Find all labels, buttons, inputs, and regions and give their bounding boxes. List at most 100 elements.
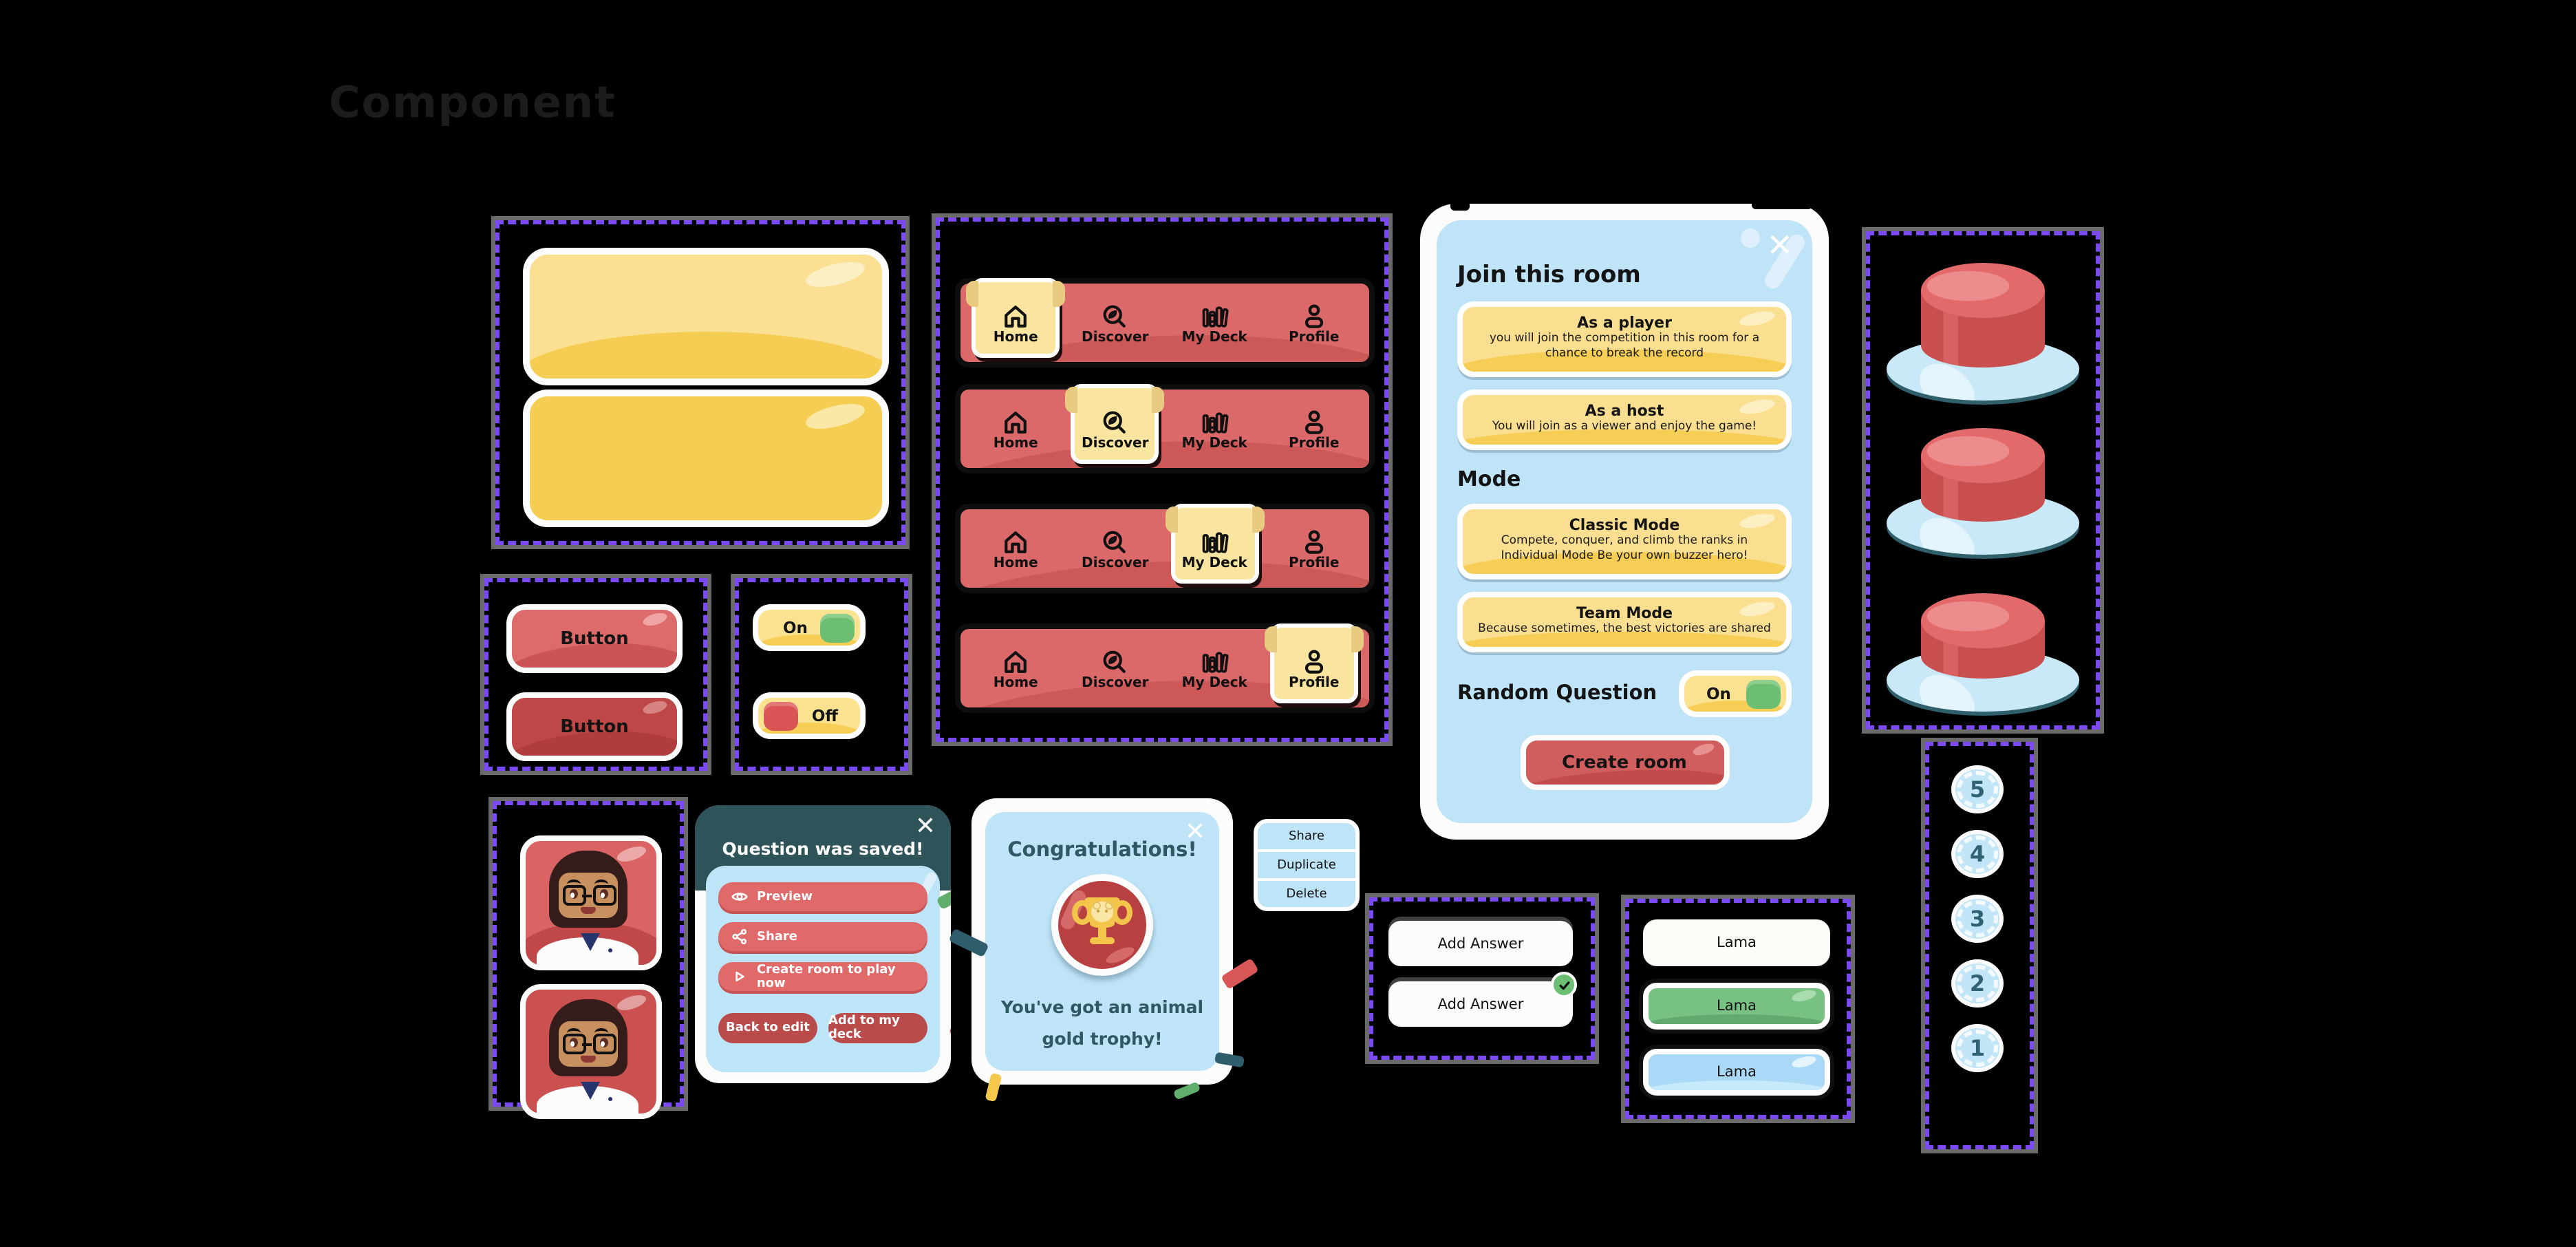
discover-icon [1104, 304, 1126, 327]
modal-title: Join this room [1457, 262, 1641, 289]
check-icon [1551, 972, 1577, 998]
congratulations-modal: ✕ Congratulations! You've got an animal … [948, 798, 1259, 1102]
nav-item-mydeck[interactable]: My Deck [1172, 407, 1257, 451]
frame-navbars: Home Discover My Deck Profile [936, 217, 1388, 742]
countdown-4: 4 [1951, 830, 2004, 878]
nav-item-profile[interactable]: Profile [1264, 623, 1364, 703]
yellow-card-light[interactable] [523, 248, 889, 385]
play-icon [736, 971, 744, 982]
trophy-badge [1051, 874, 1153, 976]
eye-icon [731, 893, 748, 901]
menu-item-delete[interactable]: Delete [1258, 878, 1355, 907]
yellow-card-solid[interactable] [523, 390, 889, 527]
avatar[interactable] [520, 835, 662, 970]
nav-item-mydeck[interactable]: My Deck [1172, 646, 1257, 690]
congrats-message: You've got an animal gold trophy! [1000, 996, 1204, 1048]
answer-option-default[interactable]: Lama [1643, 919, 1830, 966]
gloss [1790, 1054, 1818, 1070]
countdown-3: 3 [1951, 895, 2004, 943]
add-answer-field[interactable]: Add Answer [1388, 921, 1573, 966]
gloss [1790, 988, 1818, 1004]
close-icon[interactable]: ✕ [1184, 818, 1205, 846]
confetti [948, 928, 989, 958]
navbar-mydeck-active: Home Discover My Deck Profile [955, 503, 1375, 593]
close-icon[interactable]: ✕ [1766, 228, 1793, 264]
nav-item-profile[interactable]: Profile [1271, 526, 1357, 571]
nav-item-home[interactable]: Home [973, 407, 1058, 451]
home-icon [1005, 411, 1027, 433]
nav-item-discover[interactable]: Discover [1073, 301, 1158, 345]
frame-buzzers [1866, 231, 2100, 729]
close-icon[interactable]: ✕ [914, 812, 936, 841]
nav-item-mydeck[interactable]: My Deck [1172, 301, 1257, 345]
team-mode-card[interactable]: Team Mode Because sometimes, the best vi… [1457, 592, 1792, 653]
share-button[interactable]: Share [718, 922, 927, 951]
home-icon [1005, 650, 1027, 672]
join-as-host-card[interactable]: As a host You will join as a viewer and … [1457, 390, 1792, 451]
avatar[interactable] [520, 984, 662, 1119]
button-normal[interactable]: Button [506, 604, 683, 673]
answer-option-correct[interactable]: Lama [1643, 983, 1830, 1030]
page-title: Component [329, 78, 616, 128]
buzzer-button-1[interactable] [1880, 257, 2086, 401]
nav-item-home[interactable]: Home [973, 526, 1058, 571]
preview-button[interactable]: Preview [718, 882, 927, 911]
add-to-my-deck-button[interactable]: Add to my deck [828, 1013, 927, 1043]
gloss [1741, 228, 1760, 248]
menu-item-duplicate[interactable]: Duplicate [1258, 849, 1355, 878]
gloss [803, 398, 868, 434]
gloss [615, 843, 648, 865]
mode-heading: Mode [1457, 467, 1521, 492]
random-question-toggle[interactable]: On [1679, 670, 1792, 718]
context-menu: Share Duplicate Delete [1254, 819, 1360, 911]
nav-item-discover[interactable]: Discover [1073, 646, 1158, 690]
active-bookmark [1264, 623, 1364, 703]
random-question-label: Random Question [1457, 683, 1657, 705]
home-icon [1005, 305, 1027, 327]
books-icon [1201, 306, 1228, 327]
nav-item-discover[interactable]: Discover [1073, 526, 1158, 571]
navbar-discover-active: Home Discover My Deck Profile [955, 383, 1375, 473]
classic-mode-card[interactable]: Classic Mode Compete, conquer, and climb… [1457, 504, 1792, 580]
button-pressed[interactable]: Button [506, 692, 683, 761]
torn-edge [1450, 201, 1470, 211]
join-as-player-card[interactable]: As a player you will join the competitio… [1457, 301, 1792, 378]
back-to-edit-button[interactable]: Back to edit [718, 1013, 817, 1043]
toggle-on[interactable]: On [753, 604, 866, 651]
books-icon [1201, 651, 1228, 672]
nav-item-profile[interactable]: Profile [1271, 407, 1357, 451]
torn-edge [1752, 200, 1812, 209]
add-answer-field-checked[interactable]: Add Answer [1388, 972, 1577, 1027]
nav-item-discover[interactable]: Discover [1065, 383, 1165, 463]
profile-icon [1305, 409, 1323, 434]
buzzer-button-3[interactable] [1880, 568, 2086, 712]
frame-avatars [493, 801, 684, 1119]
navbar-home-active: Home Discover My Deck Profile [955, 277, 1375, 367]
confetti [1214, 1052, 1245, 1068]
countdown-1: 1 [1951, 1024, 2004, 1072]
profile-icon [1305, 529, 1323, 553]
create-room-to-play-button[interactable]: Create room to play now [718, 962, 927, 991]
nav-item-profile[interactable]: Profile [1271, 301, 1357, 345]
toggle-knob [1746, 680, 1781, 710]
nav-item-home[interactable]: Home [966, 277, 1066, 357]
toggle-off[interactable]: Off [753, 692, 866, 739]
confetti [948, 1005, 951, 1038]
gloss [615, 992, 648, 1014]
modal-title: Congratulations! [1007, 840, 1197, 862]
confetti [985, 1072, 1002, 1102]
nav-item-home[interactable]: Home [973, 646, 1058, 690]
frame-countdown: 5 4 3 2 1 [1925, 742, 2034, 1149]
nav-item-mydeck[interactable]: My Deck [1165, 503, 1265, 583]
create-room-button[interactable]: Create room [1520, 735, 1729, 791]
menu-item-share[interactable]: Share [1289, 829, 1324, 843]
buzzer-button-2[interactable] [1880, 412, 2086, 555]
answer-option-selected[interactable]: Lama [1643, 1049, 1830, 1096]
toggle-knob [764, 702, 798, 731]
question-saved-modal: ✕ Question was saved! Preview Share Crea… [695, 805, 951, 1083]
discover-icon [1104, 530, 1126, 553]
frame-answer-options: Lama Lama Lama [1625, 899, 1851, 1119]
gloss [641, 610, 669, 628]
navbar-profile-active: Home Discover My Deck Profile [955, 623, 1375, 713]
